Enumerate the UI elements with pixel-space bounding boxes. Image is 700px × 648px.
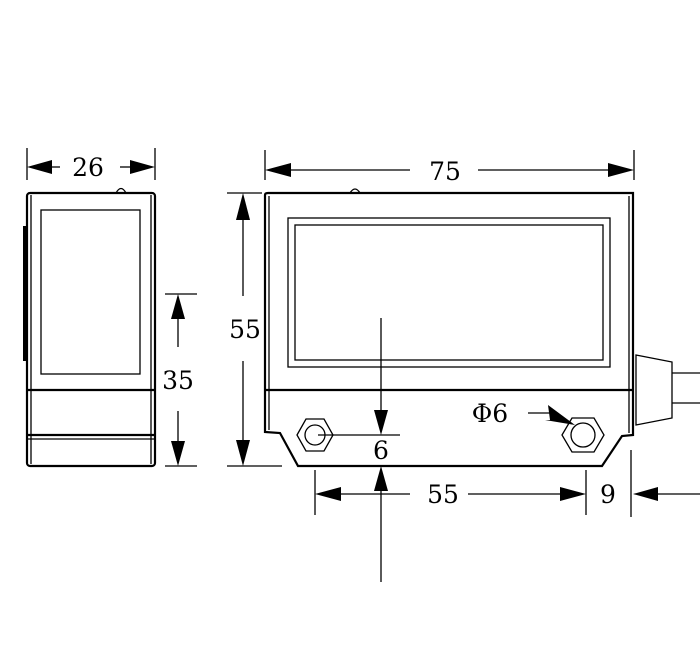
front-height-label: 55 [229,315,261,344]
front-width-label: 75 [429,157,461,186]
hole-diameter-callout: Φ6 [472,399,575,428]
side-height-label: 35 [162,366,194,395]
right-mount-nut [561,417,605,453]
dimension-front-height: 55 [227,192,282,467]
dimension-mount-offset: 6 [318,318,400,582]
display-window-inner [294,224,604,361]
display-window-outer [287,217,611,368]
dimension-side-height: 35 [162,293,197,467]
side-window [40,209,141,375]
dimension-cable-offset: 9 [600,450,700,517]
indicator-bump [115,187,127,194]
front-body-outline [263,191,635,468]
hole-spacing-label: 55 [427,480,459,509]
side-mount-bar [23,226,27,361]
dimension-side-width: 26 [26,148,156,182]
side-width-label: 26 [72,153,104,182]
cable-connector [635,354,673,426]
dimension-front-width: 75 [264,150,635,186]
side-view: 26 35 [23,148,197,468]
front-view: 75 55 6 55 [227,150,700,582]
hole-diameter-label: Φ6 [472,399,508,428]
dimension-hole-spacing: 55 [314,470,587,515]
indicator-bump [349,188,361,194]
side-body-outline [25,191,157,468]
mount-offset-label: 6 [373,436,389,465]
cable-offset-label: 9 [600,480,616,509]
